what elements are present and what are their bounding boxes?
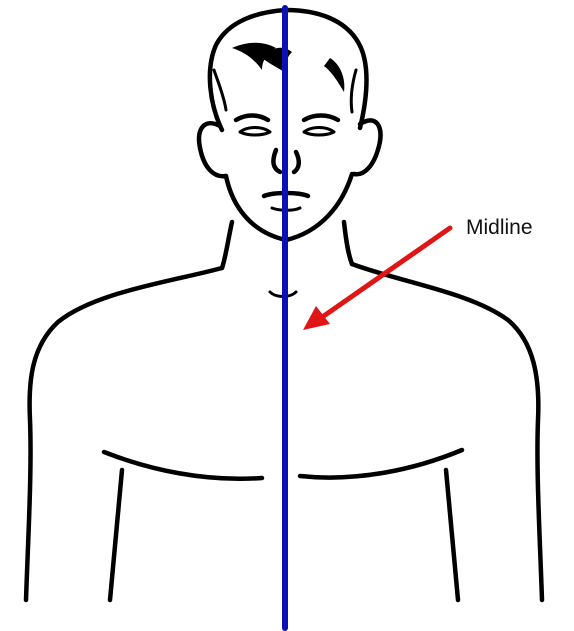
- right-eyebrow: [304, 116, 338, 121]
- neck-right: [344, 222, 352, 264]
- annotation-arrow-shaft: [318, 228, 450, 320]
- left-pectoral: [104, 452, 262, 479]
- hair-tuft-right: [324, 58, 344, 92]
- annotation-arrow-head: [303, 306, 330, 330]
- midline-label: Midline: [466, 216, 533, 239]
- neck-left: [222, 222, 232, 268]
- jaw-outline: [226, 174, 352, 240]
- right-torso-side: [446, 470, 458, 600]
- right-eye: [304, 128, 334, 136]
- right-shoulder-arm: [352, 264, 542, 600]
- left-torso-side: [110, 470, 122, 600]
- head-outline: [210, 10, 367, 130]
- left-eye: [240, 128, 270, 136]
- left-eyebrow: [236, 116, 268, 121]
- right-pectoral: [300, 450, 462, 478]
- hair-strand-left: [214, 70, 226, 110]
- left-shoulder-arm: [26, 268, 222, 600]
- hair-strand-right: [351, 70, 356, 112]
